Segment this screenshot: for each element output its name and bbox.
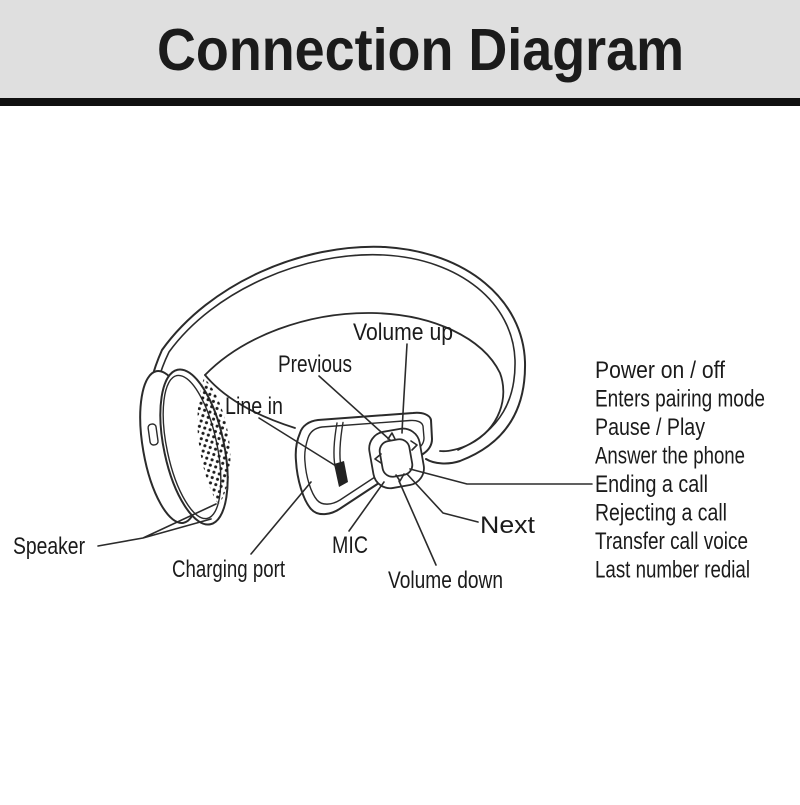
leader-lines: [97, 343, 593, 566]
center-button-function-list: Power on / off Enters pairing mode Pause…: [595, 357, 765, 584]
leader-previous: [318, 375, 391, 441]
leader-volume-up: [401, 343, 408, 434]
function-item: Enters pairing mode: [595, 386, 765, 413]
leader-volume-down: [398, 480, 437, 566]
label-volume-down: Volume down: [388, 567, 503, 594]
leader-line-in: [258, 417, 337, 467]
button-left-arrow-icon: [374, 453, 382, 464]
function-item: Answer the phone: [595, 443, 745, 470]
center-button: [378, 438, 414, 478]
function-item: Ending a call: [595, 471, 708, 498]
label-next: Next: [480, 512, 535, 539]
headband-outer-edge: [144, 245, 527, 469]
headset-drawing: [97, 245, 593, 566]
function-item: Transfer call voice: [595, 528, 748, 555]
leader-charging-port: [250, 481, 312, 555]
page-title: Connection Diagram: [157, 17, 684, 83]
function-item: Last number redial: [595, 557, 750, 584]
button-down-arrow-icon: [395, 473, 405, 482]
button-up-arrow-icon: [387, 432, 396, 440]
earcup-hinge-notch: [147, 423, 159, 446]
part-labels: Volume up Previous Line in Speaker Charg…: [13, 319, 535, 594]
speaker-mesh: [197, 378, 231, 505]
function-item: Rejecting a call: [595, 500, 727, 527]
title-band: [0, 0, 800, 98]
button-right-arrow-icon: [410, 440, 418, 451]
headband-double-line: [152, 253, 516, 451]
label-line-in: Line in: [225, 393, 283, 420]
label-previous: Previous: [278, 351, 352, 378]
label-mic: MIC: [332, 532, 368, 559]
leader-next: [406, 473, 479, 523]
headband-inner-edge: [204, 312, 505, 453]
leader-speaker: [97, 503, 217, 547]
title-separator-bar: [0, 98, 800, 106]
label-volume-up: Volume up: [353, 319, 453, 346]
leader-ending-call: [409, 468, 593, 485]
line-in-port: [334, 461, 348, 487]
headband-inner-lower-edge: [204, 374, 296, 429]
label-charging-port: Charging port: [172, 556, 285, 583]
function-item: Pause / Play: [595, 414, 705, 441]
label-speaker: Speaker: [13, 533, 85, 560]
leader-mic: [348, 481, 385, 532]
function-item: Power on / off: [595, 357, 725, 384]
